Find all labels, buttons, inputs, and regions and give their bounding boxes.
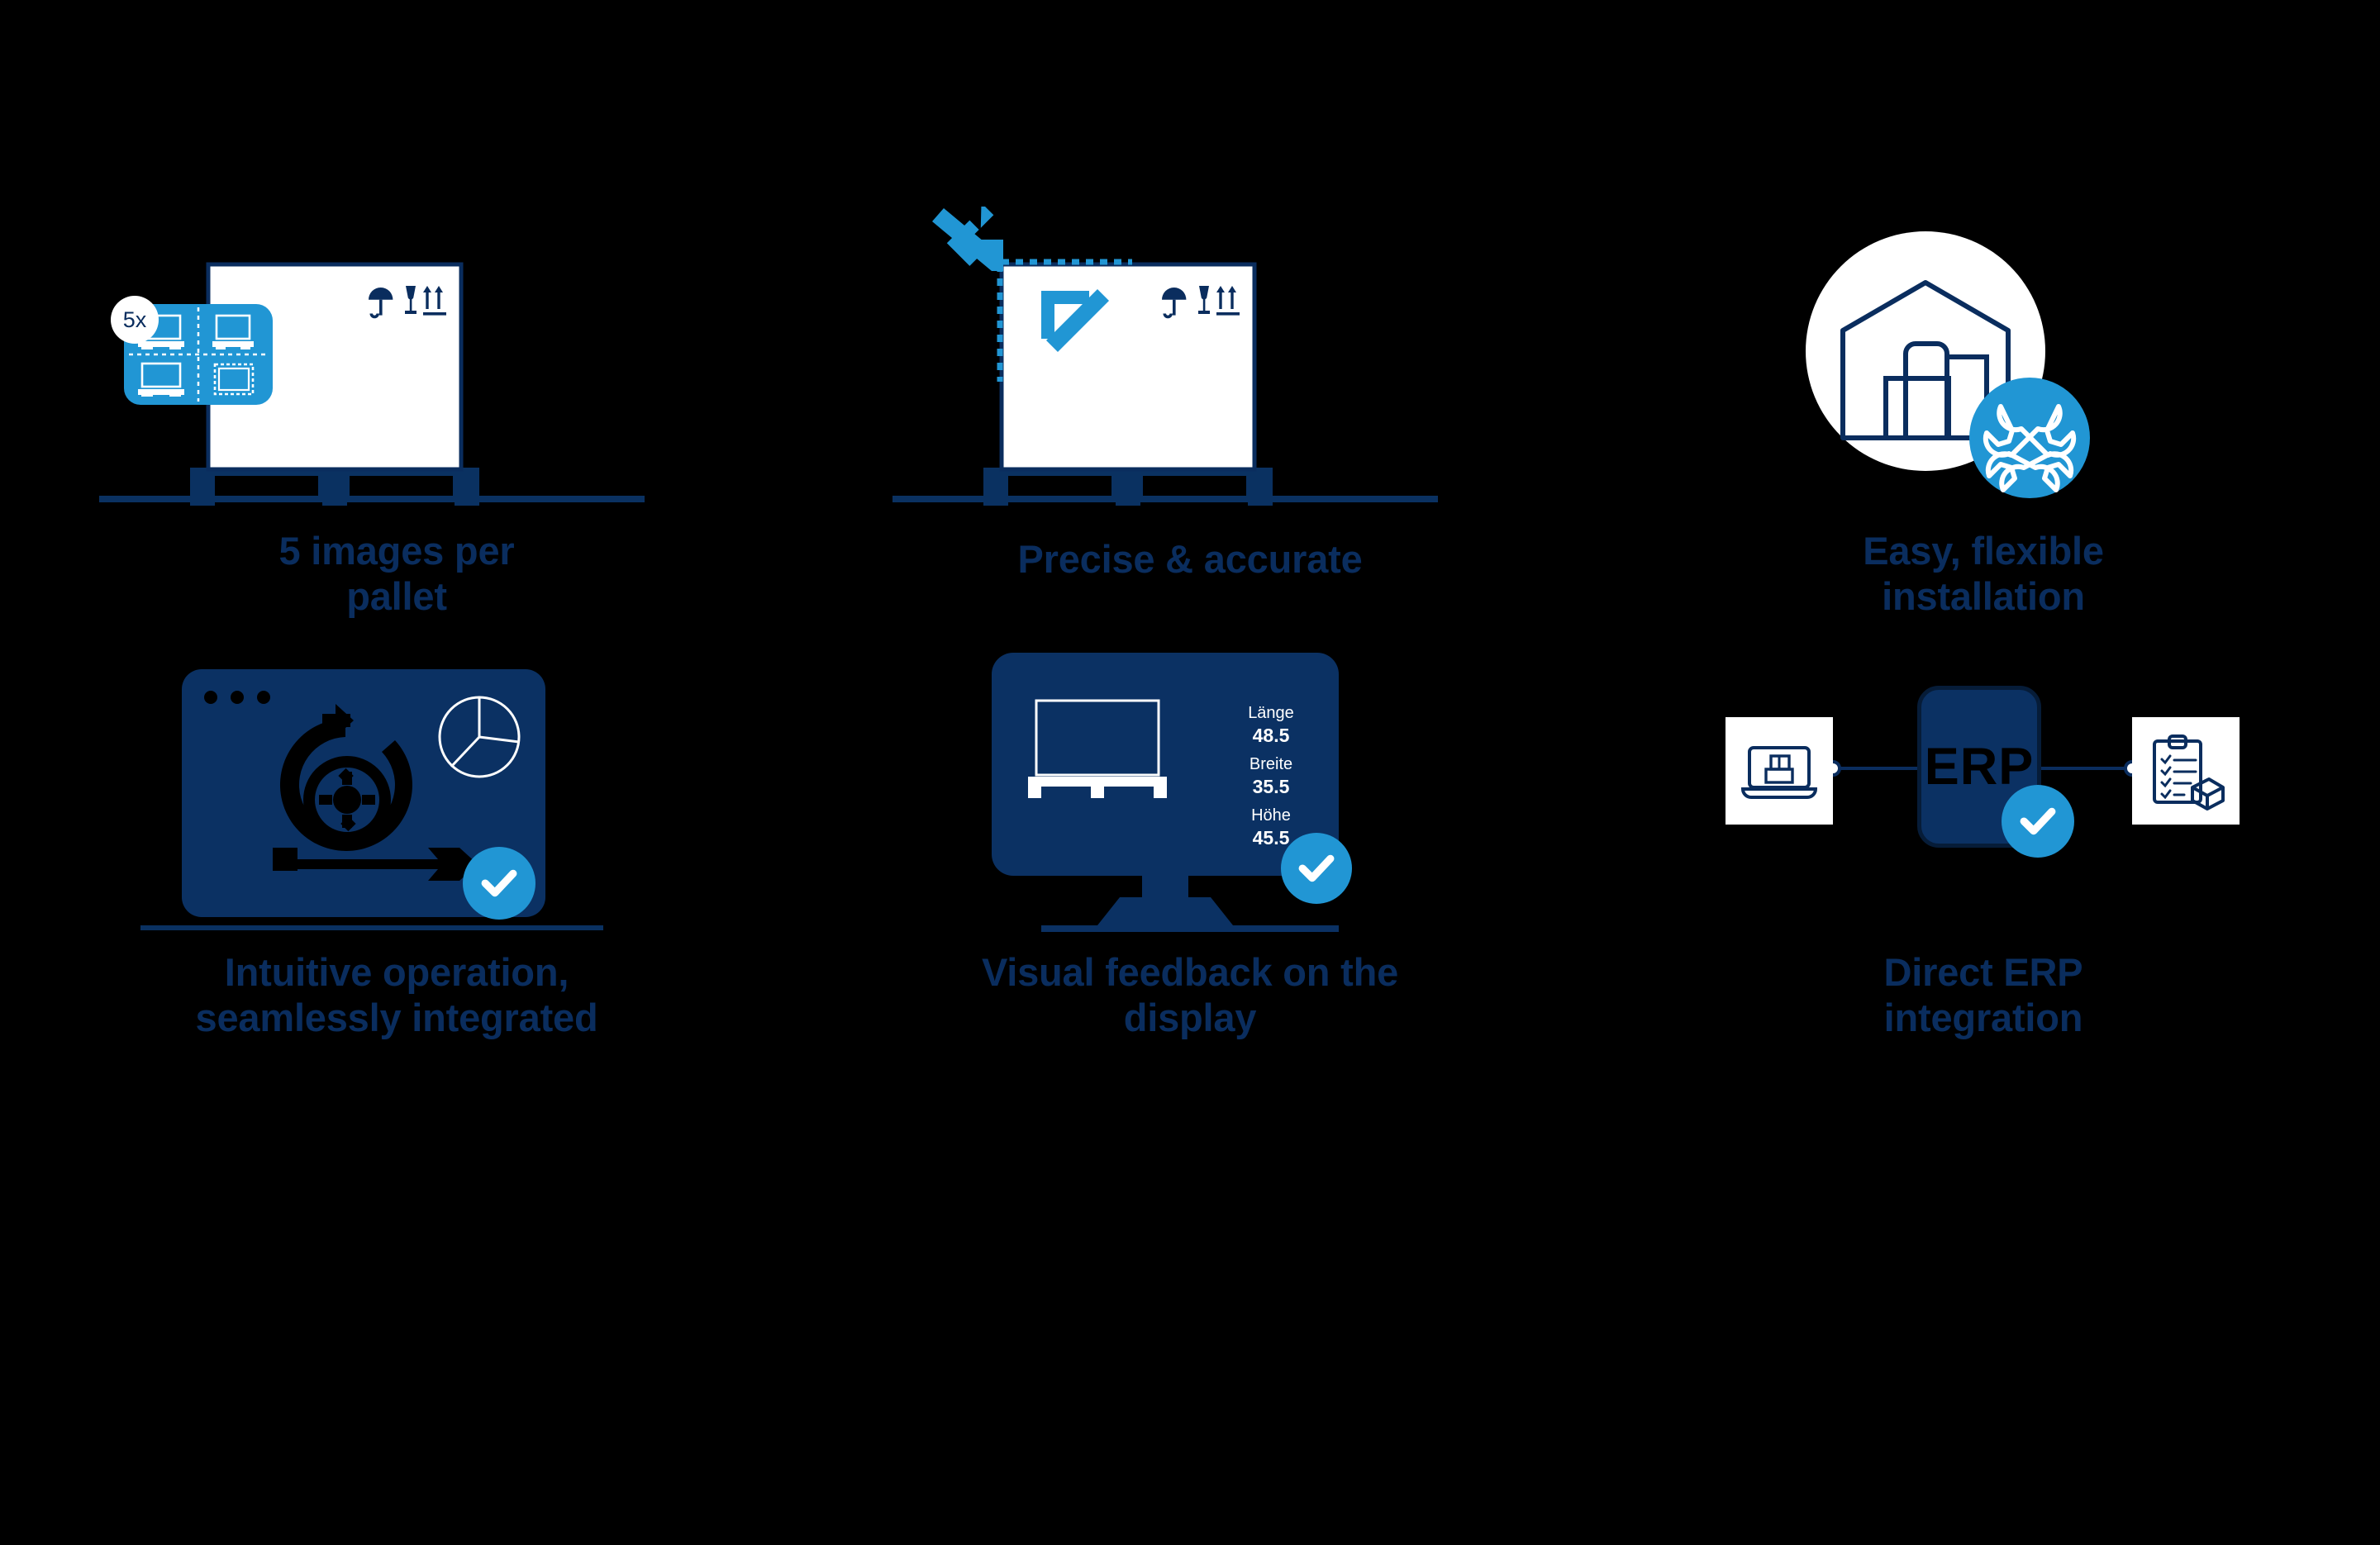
pallet-box-illustration: 5x: [99, 207, 694, 529]
erp-node[interactable]: ERP: [1917, 686, 2041, 848]
fragile-icon: [405, 286, 416, 314]
monitor-stand-base: [1041, 925, 1339, 932]
mini-pallet-tr: [212, 314, 254, 349]
check-badge-icon: [1281, 833, 1352, 904]
window-dot-2: [231, 691, 244, 704]
connector-line-right: [2041, 767, 2132, 770]
feature-caption-precise-accurate: Precise & accurate: [1017, 537, 1363, 581]
feature-card-direct-erp-integration: ERP: [1587, 620, 2380, 1049]
installation-illustration: [1686, 207, 2281, 529]
feature-card-precise-accurate: Precise & accurate: [793, 207, 1587, 620]
connector-line-left: [1835, 767, 1925, 770]
laptop-package-icon: [1740, 746, 1818, 799]
badge-5x: 5x: [111, 296, 159, 344]
feature-caption-easy-flexible-installation: Easy, flexible installation: [1863, 529, 2104, 619]
measurement-value: 45.5: [1252, 827, 1290, 849]
pallet-gap-right: [1143, 476, 1246, 496]
pallet-foot-mid: [1116, 468, 1140, 506]
feature-card-intuitive-operation: Intuitive operation, seamlessly integrat…: [0, 620, 793, 1049]
check-badge-icon: [463, 847, 536, 920]
pallet-gap-left: [215, 476, 318, 496]
feature-card-images-per-pallet: 5x 5 images per pallet: [0, 207, 793, 620]
pallet-foot-right: [455, 468, 479, 506]
pallet-outline-deck: [1028, 777, 1167, 798]
pallet-foot-left: [983, 468, 1008, 506]
window-dot-1: [204, 691, 217, 704]
measurement-laenge: Länge 48.5: [1221, 702, 1321, 749]
corner-arrow-down-icon: [932, 207, 1003, 271]
pallet-outline-icon: [1035, 699, 1160, 777]
measurement-breite: Breite 35.5: [1221, 753, 1321, 800]
pallet-scene-svg-2: [892, 207, 1438, 506]
feature-caption-intuitive-operation: Intuitive operation, seamlessly integrat…: [195, 950, 598, 1039]
measurement-hoehe: Höhe 45.5: [1221, 805, 1321, 851]
corner-arrow-up-icon: [1041, 289, 1109, 352]
measurement-label: Höhe: [1251, 806, 1291, 825]
erp-label: ERP: [1924, 738, 2035, 796]
mini-pallet-bl: [138, 362, 184, 397]
pallet-gap-left: [1008, 476, 1111, 496]
precise-accurate-illustration: [892, 207, 1488, 537]
feature-caption-visual-feedback: Visual feedback on the display: [981, 950, 1399, 1039]
gear-cycle-icon: [273, 704, 478, 881]
tools-icon: [1983, 404, 2077, 492]
measurement-value: 35.5: [1252, 776, 1290, 797]
monitor-stand-foot: [1097, 897, 1233, 925]
installation-scene-svg: [1806, 231, 2090, 498]
keep-dry-icon: [369, 288, 393, 319]
feature-caption-direct-erp-integration: Direct ERP integration: [1883, 950, 2083, 1039]
keep-dry-icon: [1162, 288, 1187, 319]
intuitive-operation-illustration: [99, 620, 694, 950]
check-icon: [1298, 854, 1335, 882]
ground-line: [892, 496, 1438, 502]
monitor-icon: [992, 653, 1339, 932]
feature-card-visual-feedback: Länge 48.5 Breite 35.5 Höhe 45.5 Visual …: [793, 620, 1587, 1049]
feature-card-easy-flexible-installation: Easy, flexible installation: [1587, 207, 2380, 620]
erp-integration-illustration: ERP: [1686, 620, 2281, 950]
check-icon: [2020, 807, 2056, 835]
mini-topdown-br: [213, 363, 255, 396]
laptop-package-tile[interactable]: [1726, 717, 1833, 825]
monitor-screen: [992, 653, 1339, 876]
fragile-icon: [1198, 286, 1210, 314]
window-dot-3: [257, 691, 270, 704]
pallet-gap-right: [350, 476, 453, 496]
check-badge-icon: [2002, 785, 2074, 858]
browser-window-icon: [140, 669, 603, 930]
pie-chart-icon: [438, 696, 521, 778]
pallet-foot-left: [190, 468, 215, 506]
visual-feedback-illustration: Länge 48.5 Breite 35.5 Höhe 45.5: [892, 620, 1488, 950]
measurement-value: 48.5: [1252, 725, 1290, 746]
measurement-label: Länge: [1248, 704, 1294, 722]
measurement-label: Breite: [1249, 755, 1293, 773]
clipboard-package-icon: [2153, 734, 2225, 811]
this-way-up-icon: [423, 286, 446, 316]
pallet-foot-mid: [322, 468, 347, 506]
ground-line: [140, 925, 603, 930]
ground-line: [99, 496, 645, 502]
pallet-foot-right: [1248, 468, 1273, 506]
clipboard-package-tile[interactable]: [2132, 717, 2240, 825]
feature-caption-images-per-pallet: 5 images per pallet: [278, 529, 515, 619]
warehouse-crates: [1883, 341, 1989, 440]
this-way-up-icon: [1216, 286, 1240, 316]
box-body: [999, 262, 1257, 472]
check-icon: [481, 869, 517, 897]
quad-preview-tile[interactable]: [124, 304, 273, 405]
